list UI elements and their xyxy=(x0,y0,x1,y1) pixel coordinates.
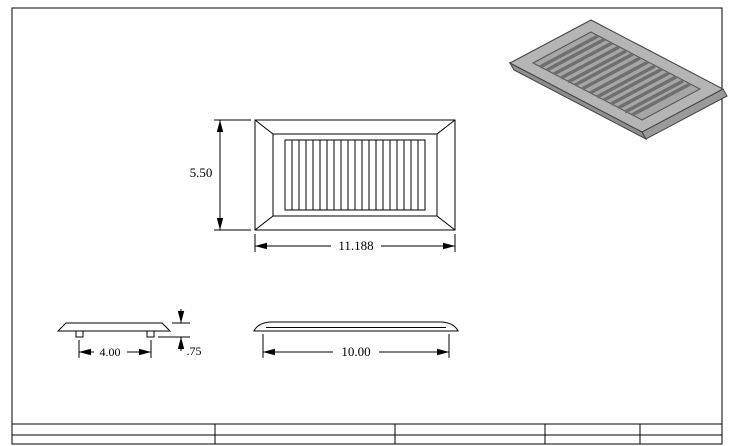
side-view-large xyxy=(253,321,459,332)
iso-view xyxy=(508,19,728,141)
profile-body xyxy=(253,321,459,332)
dim-small-height: .75 xyxy=(158,309,202,358)
mounting-clip-left xyxy=(75,330,84,338)
sheet-border xyxy=(11,7,723,445)
louver-slats xyxy=(291,140,419,210)
dim-label-small-height: .75 xyxy=(187,344,202,358)
dim-label-large-width: 10.00 xyxy=(341,344,370,359)
extension-lines xyxy=(158,322,190,338)
mounting-clip-right xyxy=(146,330,155,338)
vent-outer-frame xyxy=(254,119,456,231)
dim-small-width: 4.00 xyxy=(78,340,152,359)
title-block-rows xyxy=(12,423,722,436)
title-block xyxy=(12,423,722,444)
dim-label-top-width: 11.188 xyxy=(338,238,373,253)
dim-label-small-width: 4.00 xyxy=(100,345,121,359)
border-rect xyxy=(11,7,723,445)
side-view-small xyxy=(56,322,172,338)
frame-miter-lines xyxy=(254,119,456,231)
profile-body xyxy=(56,322,172,332)
vent-inner-frame xyxy=(272,133,438,217)
dim-top-height: 5.50 xyxy=(190,119,251,231)
dim-large-width: 10.00 xyxy=(262,334,450,359)
dim-label-top-height: 5.50 xyxy=(190,165,213,180)
top-view xyxy=(254,119,456,231)
title-block-columns xyxy=(214,424,641,444)
dim-top-width: 11.188 xyxy=(254,234,456,253)
iso-louver-slots xyxy=(539,34,691,117)
